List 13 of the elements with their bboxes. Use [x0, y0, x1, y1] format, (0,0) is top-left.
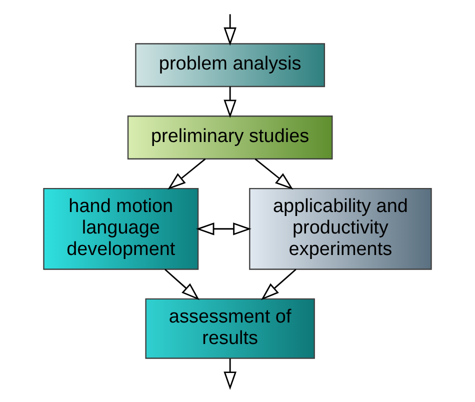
node-box: hand motion language development — [43, 188, 199, 270]
arrow — [224, 14, 236, 46]
arrow — [164, 268, 200, 300]
node-box: preliminary studies — [127, 116, 333, 160]
node-box: problem analysis — [135, 43, 326, 88]
arrow — [224, 358, 236, 390]
arrow — [254, 158, 294, 190]
arrow — [260, 268, 296, 300]
node-box: applicability and productivity experiments — [249, 188, 432, 270]
arrow — [196, 222, 252, 236]
arrow — [168, 158, 206, 190]
node-box: assessment of results — [145, 298, 315, 359]
arrow — [224, 86, 236, 118]
